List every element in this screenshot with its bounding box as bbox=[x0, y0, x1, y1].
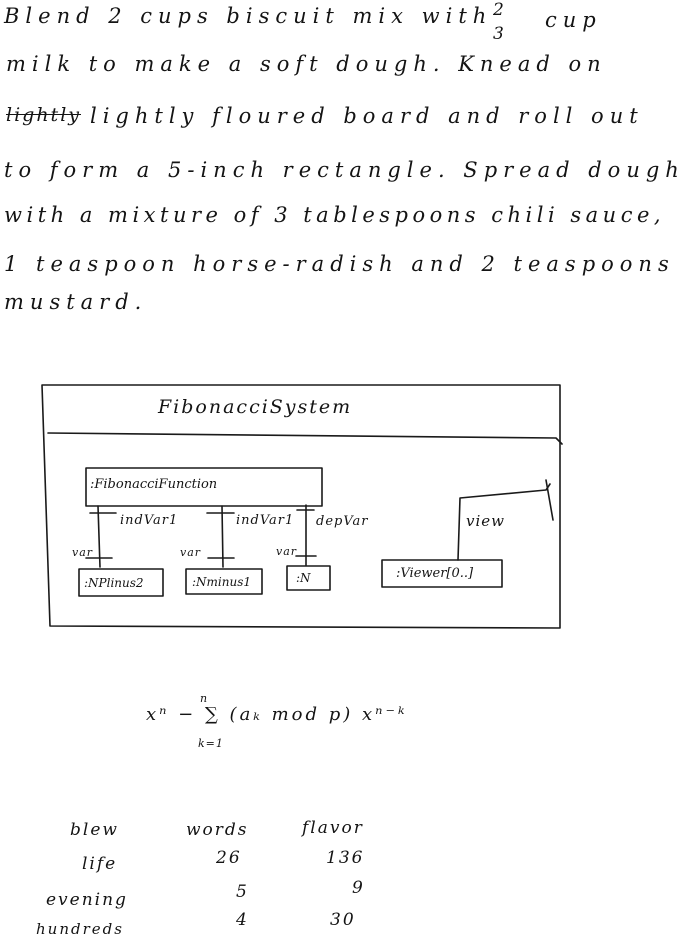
function-label: :FibonacciFunction bbox=[90, 477, 218, 492]
recipe-line-2: milk to make a soft dough. Knead on bbox=[6, 52, 607, 76]
sum-lower-limit: k=1 bbox=[198, 737, 224, 750]
conn-mid bbox=[221, 505, 224, 568]
var-label-3: var bbox=[276, 545, 298, 558]
table-header-1: blew bbox=[70, 820, 119, 840]
diagram-title: FibonacciSystem bbox=[158, 396, 353, 418]
recipe-line-1-end: cup bbox=[545, 8, 602, 32]
var-label-2: var bbox=[180, 546, 202, 559]
table-row-3-word: hundreds bbox=[36, 920, 124, 938]
box-nminus1 bbox=[185, 568, 263, 595]
table-row-1-word: life bbox=[82, 854, 118, 874]
conn-left bbox=[97, 505, 101, 568]
title-divider bbox=[47, 432, 563, 445]
table-header-3: flavor bbox=[302, 818, 364, 838]
recipe-struck-word: lightly bbox=[6, 104, 81, 126]
box-label-viewer: :Viewer[0..] bbox=[396, 566, 474, 581]
box-label-n: :N bbox=[296, 571, 311, 585]
table-row-2-words: 5 bbox=[236, 882, 249, 902]
recipe-line-3: lightly floured board and roll out bbox=[90, 104, 644, 128]
fraction-numerator: 2 bbox=[493, 0, 504, 20]
role-label-3: depVar bbox=[316, 514, 369, 529]
recipe-line-6: 1 teaspoon horse-radish and 2 teaspoons bbox=[4, 252, 675, 276]
box-viewer bbox=[381, 559, 503, 588]
fraction-denominator: 3 bbox=[493, 24, 504, 44]
formula-text: xⁿ − ∑ (aₖ mod p) xⁿ⁻ᵏ bbox=[146, 704, 408, 725]
recipe-line-4: to form a 5-inch rectangle. Spread dough bbox=[4, 158, 685, 182]
role-label-1: indVar1 bbox=[120, 513, 179, 528]
function-box bbox=[85, 467, 323, 507]
table-row-3-flavor: 30 bbox=[330, 910, 356, 930]
box-nplinus2 bbox=[78, 568, 164, 597]
box-label-nplinus2: :NPlinus2 bbox=[84, 576, 144, 590]
box-n bbox=[286, 565, 331, 591]
frame-port bbox=[545, 479, 554, 521]
diagram-strokes bbox=[41, 384, 563, 629]
table-row-2-flavor: 9 bbox=[352, 878, 365, 898]
system-frame bbox=[41, 384, 561, 629]
box-label-nminus1: :Nminus1 bbox=[192, 575, 252, 589]
view-role-label: view bbox=[466, 512, 505, 530]
table-row-2-word: evening bbox=[46, 890, 128, 910]
role-label-2: indVar1 bbox=[236, 513, 295, 528]
table-header-2: words bbox=[186, 820, 249, 840]
table-row-1-flavor: 136 bbox=[326, 848, 365, 868]
sum-upper-limit: n bbox=[200, 692, 209, 705]
recipe-line-1-start: Blend 2 cups biscuit mix with bbox=[4, 4, 493, 28]
table-row-3-words: 4 bbox=[236, 910, 249, 930]
recipe-line-5: with a mixture of 3 tablespoons chili sa… bbox=[4, 203, 666, 227]
table-row-1-words: 26 bbox=[216, 848, 242, 868]
recipe-line-7: mustard. bbox=[4, 290, 148, 314]
var-label-1: var bbox=[72, 546, 94, 559]
